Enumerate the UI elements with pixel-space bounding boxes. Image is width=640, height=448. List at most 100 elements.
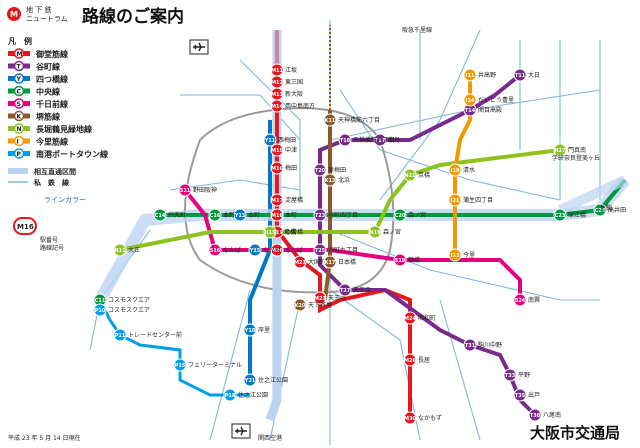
station-badge[interactable] xyxy=(463,68,477,82)
station-badge[interactable] xyxy=(263,133,277,147)
station-badge[interactable] xyxy=(448,193,462,207)
station-badge[interactable] xyxy=(313,208,327,222)
station-badge[interactable] xyxy=(323,255,337,269)
line-nagahori[interactable] xyxy=(119,148,561,252)
station-badge[interactable] xyxy=(403,411,417,425)
station-badge[interactable] xyxy=(293,298,307,312)
station-badge[interactable] xyxy=(513,68,527,82)
station-badge[interactable] xyxy=(373,133,387,147)
station-badge[interactable] xyxy=(173,358,187,372)
station-badge[interactable] xyxy=(448,248,462,262)
station-badge[interactable] xyxy=(313,291,327,305)
station-badge[interactable] xyxy=(313,243,327,257)
station-badge[interactable] xyxy=(368,225,382,239)
station-badge[interactable] xyxy=(293,255,307,269)
station-badge[interactable] xyxy=(513,388,527,402)
station-badge[interactable] xyxy=(233,208,247,222)
station-badge[interactable] xyxy=(153,208,167,222)
station-badge[interactable] xyxy=(243,373,257,387)
station-badge[interactable] xyxy=(338,283,352,297)
station-badge[interactable] xyxy=(553,143,567,157)
station-badge[interactable] xyxy=(593,203,607,217)
station-badge[interactable] xyxy=(323,173,337,187)
line-sakaisuji[interactable] xyxy=(323,25,332,301)
station-badge[interactable] xyxy=(243,323,257,337)
station-badge[interactable] xyxy=(270,99,284,113)
line-newtram[interactable] xyxy=(98,299,250,397)
station-badge[interactable] xyxy=(393,208,407,222)
station-badge[interactable] xyxy=(270,161,284,175)
line-yotsubashi[interactable] xyxy=(248,120,272,380)
station-badge[interactable] xyxy=(263,225,277,239)
station-badge[interactable] xyxy=(178,183,192,197)
line-midosuji[interactable] xyxy=(265,30,412,422)
station-badge[interactable] xyxy=(248,243,262,257)
station-badge[interactable] xyxy=(323,113,337,127)
line-sennichimae[interactable] xyxy=(183,188,522,300)
station-badge[interactable] xyxy=(270,193,284,207)
station-badge[interactable] xyxy=(270,143,284,157)
line-tanimachi[interactable] xyxy=(318,73,537,417)
station-badge[interactable] xyxy=(528,408,542,422)
station-badge[interactable] xyxy=(463,93,477,107)
station-badge[interactable] xyxy=(93,303,107,317)
station-badge[interactable] xyxy=(463,338,477,352)
station-badge[interactable] xyxy=(113,243,127,257)
station-badge[interactable] xyxy=(403,168,417,182)
station-badge[interactable] xyxy=(338,133,352,147)
station-badge[interactable] xyxy=(270,208,284,222)
station-badge[interactable] xyxy=(448,163,462,177)
station-badge[interactable] xyxy=(223,388,237,402)
